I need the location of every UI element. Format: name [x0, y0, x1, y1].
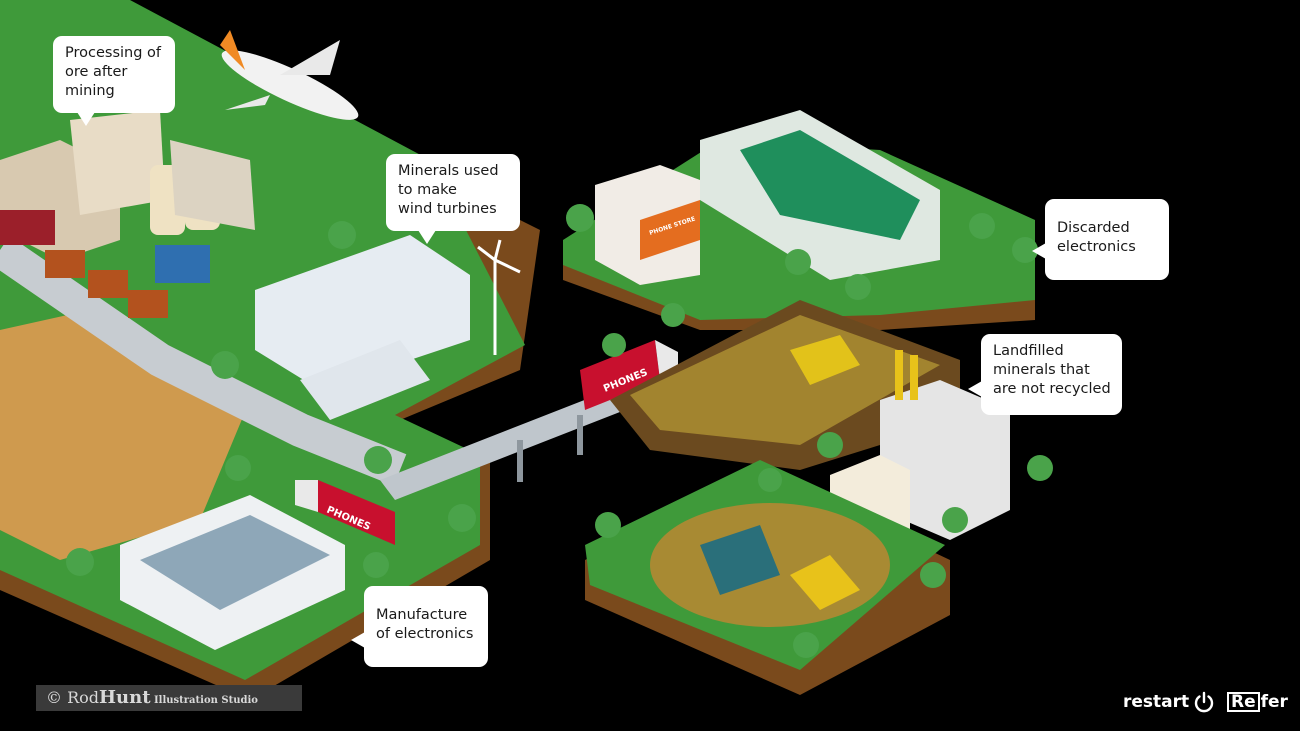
- callout-wind-turbines: Minerals used to make wind turbines: [386, 154, 520, 244]
- ore-processing-plant: [0, 110, 255, 318]
- restart-wordmark: restart: [1123, 692, 1190, 712]
- restart-logo: restart: [1123, 690, 1215, 714]
- illustrator-credit: © RodHunt Illustration Studio: [36, 685, 302, 711]
- electronics-factory: [120, 495, 345, 650]
- refer-rest: fer: [1260, 692, 1288, 712]
- callout-discarded-electronics: Discarded electronics: [1032, 199, 1169, 280]
- power-icon: [1195, 691, 1214, 713]
- wind-turbine-factory: [255, 235, 521, 420]
- refer-boxed: Re: [1227, 692, 1260, 712]
- callout-manufacture: Manufacture of electronics: [351, 586, 488, 667]
- callout-ore-processing: Processing of ore after mining: [53, 36, 175, 126]
- trees: [66, 204, 1053, 658]
- road: [0, 235, 407, 486]
- bridge: [380, 390, 625, 500]
- aircraft: [220, 30, 359, 120]
- credit-strong: Hunt: [99, 687, 151, 708]
- phones-truck-bridge: PHONES: [580, 340, 678, 410]
- credit-prefix: © Rod: [46, 688, 100, 707]
- callout-landfilled-minerals: Landfilled minerals that are not recycle…: [968, 334, 1122, 415]
- landfill-island: [610, 300, 960, 470]
- credit-small: Illustration Studio: [150, 695, 258, 706]
- mine-pit-island: [585, 460, 950, 695]
- right-top-island: PHONE STORE: [563, 110, 1035, 330]
